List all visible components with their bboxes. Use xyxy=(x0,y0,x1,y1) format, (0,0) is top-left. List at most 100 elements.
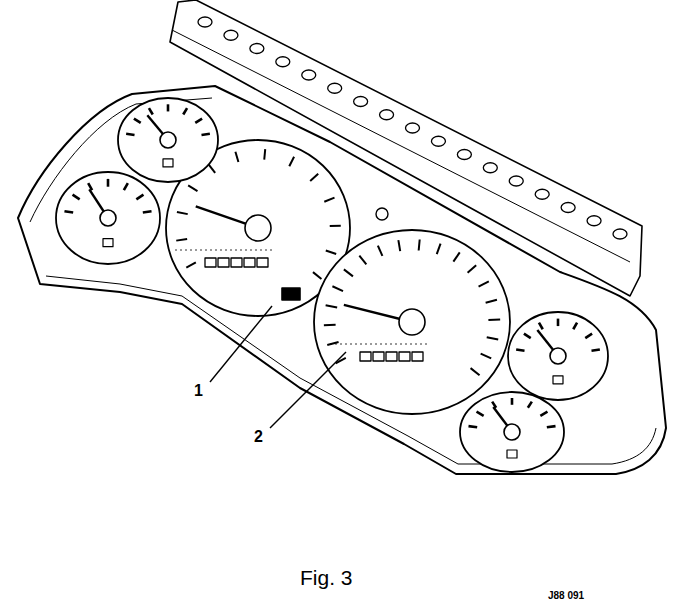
dial-print xyxy=(175,250,275,251)
gauge-tick xyxy=(585,334,592,338)
gauge-tick xyxy=(124,183,128,190)
gauge-symbol xyxy=(507,450,517,458)
odometer-digit xyxy=(412,352,423,361)
needle-hub xyxy=(100,210,116,226)
needle-hub xyxy=(160,132,176,148)
gauge-tick xyxy=(326,251,336,254)
gauge-tick xyxy=(591,350,599,351)
lamp-hole xyxy=(328,83,342,93)
lamp-hole xyxy=(483,163,497,173)
gauge-tick xyxy=(398,240,400,251)
odometer-digit xyxy=(399,352,410,361)
dial-print xyxy=(330,344,430,345)
odometer-digit xyxy=(386,352,397,361)
lamp-hole xyxy=(302,70,316,80)
gauge-tick xyxy=(486,300,497,303)
needle-hub xyxy=(245,215,271,241)
gauge-tick xyxy=(573,323,577,330)
gauge-tick xyxy=(73,195,80,200)
gauge-tick xyxy=(324,324,336,326)
gauge-tick xyxy=(487,337,498,339)
lamp-hole xyxy=(613,229,627,239)
gauge-tick xyxy=(468,426,477,427)
gauge-tick xyxy=(143,211,152,212)
callout-number: 2 xyxy=(252,428,265,446)
gauge-tick xyxy=(195,119,202,123)
gauge-tick xyxy=(134,119,141,123)
odometer-digit xyxy=(205,258,216,267)
needle-hub xyxy=(504,424,520,440)
gauge-tick xyxy=(310,174,318,181)
leader-line xyxy=(270,352,346,428)
gauge-tick xyxy=(330,225,341,227)
lamp-hole xyxy=(431,136,445,146)
gauge-tick xyxy=(149,108,153,114)
gauge-tick xyxy=(313,272,321,279)
gauge-tick xyxy=(107,179,110,187)
gauge-tick xyxy=(201,134,209,135)
lamp-hole xyxy=(406,123,420,133)
odometer-digit xyxy=(373,352,384,361)
gauge-tick xyxy=(419,240,420,251)
drawing-code: J88 091 xyxy=(546,590,586,601)
gauge-face xyxy=(314,230,510,414)
gauge-face xyxy=(118,98,218,182)
gauge-tick xyxy=(539,323,543,330)
gauge-tick xyxy=(547,426,556,427)
gauge-tick xyxy=(471,368,480,375)
warning-lamp xyxy=(282,288,300,300)
gauge-tick xyxy=(126,134,134,135)
figure-caption: Fig. 3 xyxy=(298,566,355,589)
lamp-hole xyxy=(250,44,264,54)
odometer-digit xyxy=(231,258,242,267)
gauge-tick xyxy=(488,319,500,321)
gauge-tick xyxy=(524,334,531,338)
lamp-hole xyxy=(561,203,575,213)
odometer-digit xyxy=(360,352,371,361)
lamp-hole xyxy=(457,150,471,160)
gauge-tick xyxy=(326,305,338,307)
cluster-housing xyxy=(18,86,666,474)
housing-inner-edge xyxy=(30,98,656,464)
gauge-tick xyxy=(324,198,334,202)
gauge-symbol xyxy=(553,376,563,384)
odometer-digit xyxy=(257,258,268,267)
gauge-tick xyxy=(209,164,216,172)
gauge-tick xyxy=(186,262,196,267)
gauge-tick xyxy=(289,157,294,167)
lamp-hole xyxy=(587,216,601,226)
gauge-tick xyxy=(528,402,532,408)
lamp-hole xyxy=(198,17,212,27)
gauge-tick xyxy=(263,149,266,160)
gauge-tick xyxy=(64,211,73,212)
gauge-tick xyxy=(327,342,338,345)
gauge-tick xyxy=(167,104,170,111)
lamp-hole xyxy=(354,97,368,107)
odometer-digit xyxy=(244,258,255,267)
gauge-tick xyxy=(136,195,143,200)
lamp-hole xyxy=(535,189,549,199)
needle-hub xyxy=(550,348,566,364)
gauge-tick xyxy=(378,246,383,256)
gauge-tick xyxy=(479,281,489,286)
gauge-tick xyxy=(177,212,188,214)
gauge-tick xyxy=(344,269,353,276)
gauge-symbol xyxy=(163,159,173,167)
gauge-tick xyxy=(477,412,484,416)
gauge-tick xyxy=(468,265,477,273)
gauge-face xyxy=(508,312,608,400)
lamp-hole xyxy=(224,30,238,40)
odometer-digit xyxy=(218,258,229,267)
gauge-tick xyxy=(183,108,187,114)
lamp-hole xyxy=(509,176,523,186)
gauge-tick xyxy=(511,398,514,405)
gauge-symbol xyxy=(103,239,113,247)
leader-line xyxy=(210,306,272,382)
gauge-tick xyxy=(188,185,197,191)
lamp-hole xyxy=(276,57,290,67)
gauge-dials xyxy=(56,98,608,472)
gauge-tick xyxy=(516,350,524,351)
gauge-tick xyxy=(481,354,492,359)
needle-hub xyxy=(399,309,425,335)
